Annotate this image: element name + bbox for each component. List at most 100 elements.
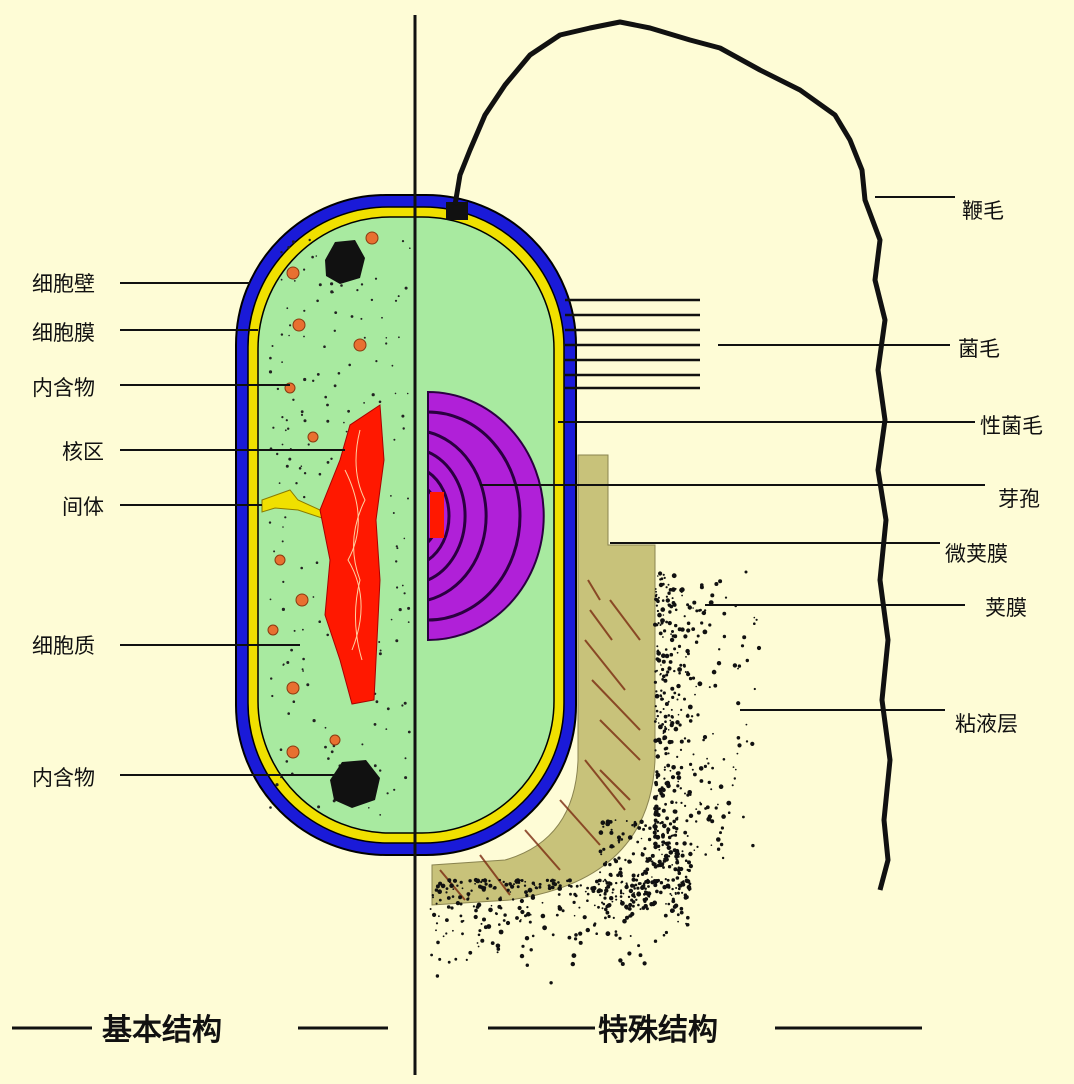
slime-dot [706,805,710,809]
cytoplasm-dot [284,516,286,518]
cytoplasm-dot [301,414,303,416]
slime-dot [656,645,658,647]
cytoplasm-dot [270,599,272,601]
slime-dot [521,879,524,882]
cytoplasm-dot [280,251,282,253]
slime-dot [622,832,625,835]
cytoplasm-dot [294,630,296,632]
slime-dot [672,820,676,824]
cytoplasm-dot [401,704,403,706]
slime-dot [558,906,563,911]
slime-dot [447,896,451,900]
label-capsule: 荚膜 [985,592,1027,622]
slime-dot [613,858,616,861]
slime-dot [684,737,686,739]
slime-dot [673,692,676,695]
cytoplasm-dot [379,401,382,404]
slime-dot [697,635,700,638]
slime-dot [656,773,661,778]
cytoplasm-dot [390,495,392,497]
slime-dot [658,571,662,575]
slime-dot [553,882,557,886]
slime-dot [643,900,646,903]
cytoplasm-dot [379,652,382,655]
slime-dot [432,896,434,898]
slime-dot [728,811,731,814]
slime-dot [673,647,676,650]
slime-dot [656,605,658,607]
slime-dot [658,849,660,851]
slime-dot [466,959,468,961]
slime-dot [624,885,628,889]
slime-dot [718,579,722,583]
slime-dot [606,885,610,889]
slime-dot [754,617,756,619]
slime-dot [657,613,662,618]
slime-dot [661,608,664,611]
slime-dot [686,916,690,920]
slime-dot [751,844,754,847]
slime-dot [717,848,720,851]
cytoplasm-dot [372,393,375,396]
slime-dot [720,843,723,846]
slime-dot [531,894,535,898]
cytoplasm-dot [348,364,351,367]
cytoplasm-dot [287,428,289,430]
slime-dot [692,607,694,609]
cytoplasm-dot [387,707,390,710]
slime-dot [548,885,550,887]
slime-dot [656,795,658,797]
slime-dot [723,758,726,761]
slime-dot [667,879,670,882]
slime-dot [648,827,651,830]
cytoplasm-dot [324,396,327,399]
slime-dot [618,958,622,962]
slime-dot [456,901,460,905]
cytoplasm-dot [282,581,284,583]
slime-dot [632,878,636,882]
slime-dot [637,944,640,947]
cytoplasm-dot [292,399,294,401]
slime-dot [644,904,648,908]
slime-dot [615,895,617,897]
cytoplasm-dot [404,702,407,705]
slime-dot [635,879,638,882]
slime-dot [653,807,657,811]
slime-dot [460,915,463,918]
slime-dot [529,921,532,924]
cytoplasm-dot [286,661,289,664]
slime-dot [662,809,666,813]
slime-dot [679,588,683,592]
slime-dot [452,930,454,932]
label-pili: 菌毛 [958,333,1000,363]
slime-dot [717,661,721,665]
slime-dot [685,819,688,822]
slime-dot [586,899,589,902]
cytoplasm-dot [375,278,377,280]
slime-dot [663,629,666,632]
slime-dot [673,905,677,909]
cytoplasm-dot [393,789,395,791]
cytoplasm-dot [282,608,285,611]
slime-dot [663,708,665,710]
cytoplasm-dot [270,677,272,679]
slime-dot [562,909,565,912]
slime-dot [662,660,666,664]
slime-dot [633,896,636,899]
slime-dot [640,886,644,890]
pili [565,300,700,388]
cytoplasm-dot [295,482,297,484]
cytoplasm-dot [317,373,320,376]
slime-dot [703,630,708,635]
cytoplasm-dot [346,431,348,433]
cytoplasm-dot [281,416,283,418]
cytoplasm-dot [334,311,337,314]
slime-dot [655,591,657,593]
cytoplasm-dot [313,596,315,598]
slime-dot [680,802,682,804]
slime-dot [503,881,505,883]
slime-dot [654,670,656,672]
slime-dot [598,879,601,882]
slime-dot [586,887,589,890]
